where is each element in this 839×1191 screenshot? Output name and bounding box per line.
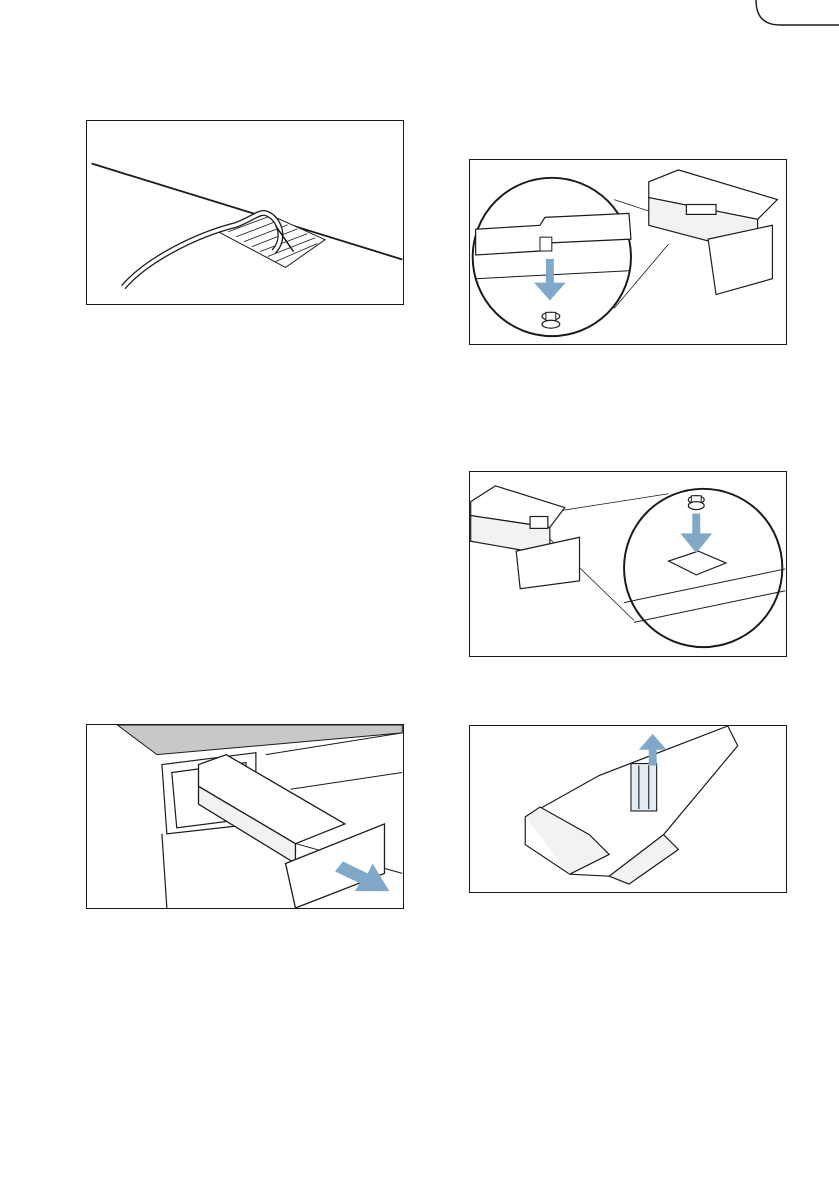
page-cut-line bbox=[0, 0, 839, 40]
fit-cap-illustration bbox=[470, 472, 786, 656]
pull-drawer-illustration bbox=[87, 725, 403, 908]
cap-icon bbox=[688, 496, 704, 510]
figure-fit-drawer-insert-cap bbox=[469, 471, 787, 657]
figure-lift-out-siphon-insert bbox=[469, 725, 787, 893]
remove-cap-illustration bbox=[470, 160, 786, 344]
lift-siphon-illustration bbox=[470, 726, 786, 892]
hose-on-mat-illustration bbox=[87, 121, 403, 304]
drawer-pulled-out bbox=[199, 755, 385, 908]
figure-pull-out-detergent-drawer bbox=[86, 724, 404, 909]
figure-remove-drawer-insert-cap bbox=[469, 159, 787, 345]
figure-hose-on-mat bbox=[86, 120, 404, 305]
drawer-3d-illustration bbox=[649, 170, 778, 295]
siphon-insert bbox=[631, 764, 657, 811]
drawer-3d-illustration bbox=[471, 486, 580, 589]
